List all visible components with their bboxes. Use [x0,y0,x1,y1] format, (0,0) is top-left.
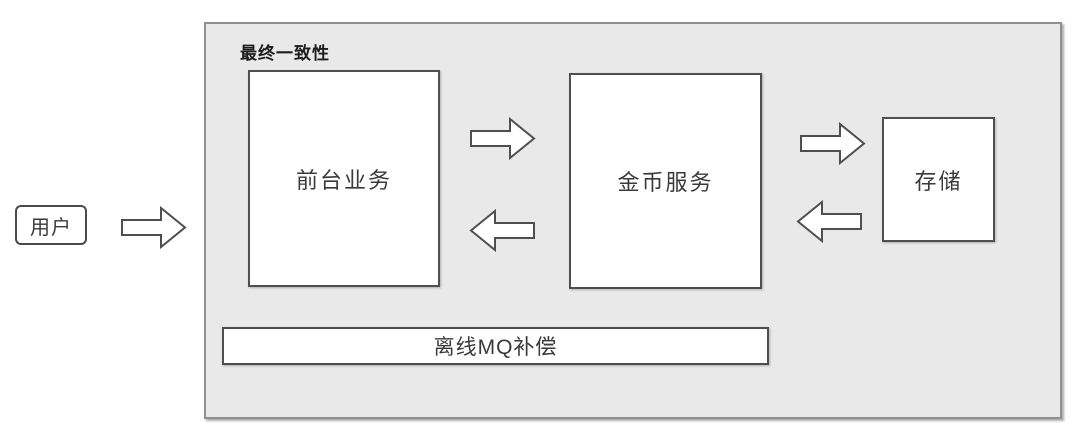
arrow-left-icon [469,209,535,252]
storage-label: 存储 [914,168,963,194]
user-node: 用户 [15,205,87,245]
storage-node: 存储 [882,117,995,242]
front-business-label: 前台业务 [295,167,392,193]
arrow-left-icon [796,200,862,243]
user-node-label: 用户 [30,216,72,239]
arrow-right-icon [470,117,536,160]
arrow-right-icon [800,122,866,165]
coin-service-node: 金币服务 [569,73,762,289]
boundary-title: 最终一致性 [240,44,330,63]
coin-service-label: 金币服务 [617,170,714,195]
offline-mq-node: 离线MQ补偿 [222,327,769,365]
offline-mq-label: 离线MQ补偿 [433,336,558,359]
eventual-consistency-boundary: 最终一致性 前台业务 金币服务 存储 离线MQ补偿 [204,22,1062,419]
arrow-right-icon [121,206,187,249]
front-business-node: 前台业务 [248,70,440,287]
